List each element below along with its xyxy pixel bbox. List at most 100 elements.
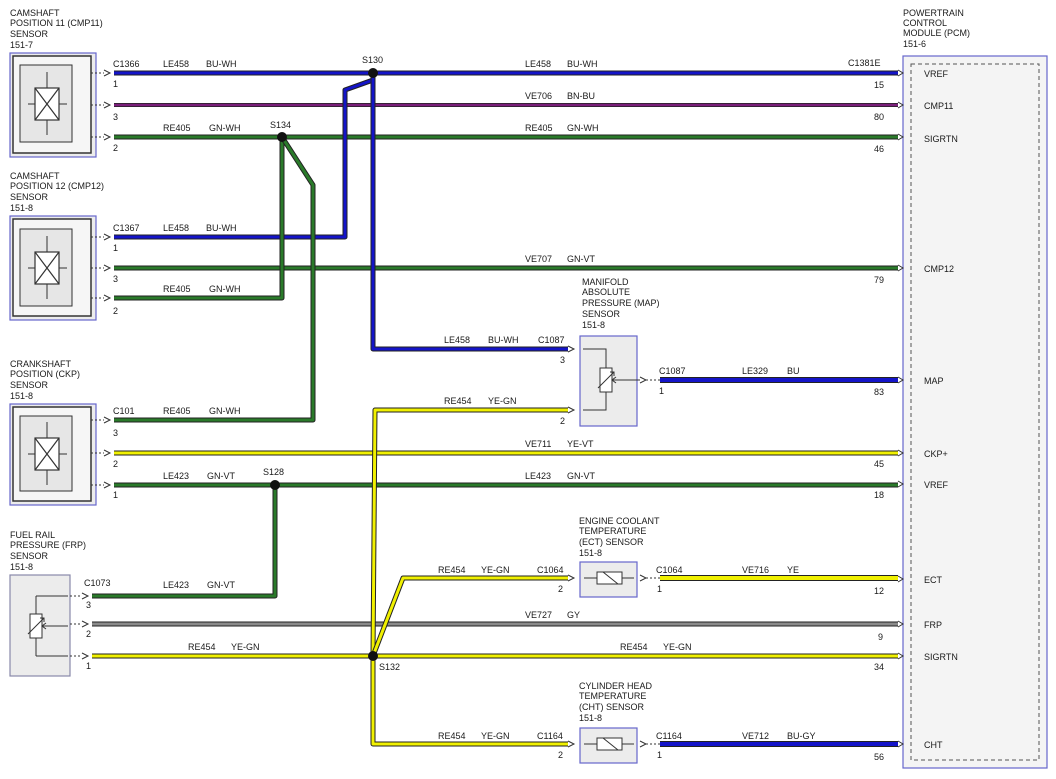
circuit-label: RE454 bbox=[188, 642, 216, 652]
circuit-label: LE329 bbox=[742, 366, 768, 376]
sensor-title: 151-7 bbox=[10, 40, 33, 50]
sensor-title: 151-8 bbox=[10, 562, 33, 572]
circuit-label: RE405 bbox=[525, 123, 553, 133]
wire-le458-cmp12 bbox=[114, 73, 375, 239]
pin-num: 1 bbox=[113, 243, 118, 253]
sensor-frp: FUEL RAIL PRESSURE (FRP) SENSOR 151-8 C1… bbox=[9, 530, 111, 677]
pcm-pin-num: 12 bbox=[874, 586, 884, 596]
pcm-pin-num: 18 bbox=[874, 490, 884, 500]
splice-s128 bbox=[270, 480, 280, 490]
pcm-pin-num: 83 bbox=[874, 387, 884, 397]
pin-num: 3 bbox=[86, 600, 91, 610]
circuit-label: RE454 bbox=[438, 565, 466, 575]
pcm-pin-cht-label: CHT bbox=[924, 740, 943, 750]
wire-color-label: BU-WH bbox=[206, 59, 237, 69]
sensor-title: CRANKSHAFT bbox=[10, 359, 72, 369]
circuit-label: LE458 bbox=[163, 59, 189, 69]
sensor-title: TEMPERATURE bbox=[579, 691, 646, 701]
wire-re454-ect bbox=[371, 576, 568, 657]
pin-num: 2 bbox=[86, 629, 91, 639]
connector-label: C1087 bbox=[659, 366, 686, 376]
splice-s130-label: S130 bbox=[362, 55, 383, 65]
pcm-pin-arrow bbox=[897, 133, 904, 141]
pcm-title-line1: POWERTRAIN bbox=[903, 8, 964, 18]
sensor-title: MANIFOLD bbox=[582, 277, 629, 287]
pin-num: 1 bbox=[657, 750, 662, 760]
pin-num: 3 bbox=[560, 355, 565, 365]
pin-num: 1 bbox=[113, 490, 118, 500]
pcm-pin-arrow bbox=[897, 376, 904, 384]
sensor-title: 151-8 bbox=[10, 391, 33, 401]
wire-color-label: GN-WH bbox=[209, 123, 241, 133]
pin-num: 2 bbox=[113, 459, 118, 469]
pcm-body bbox=[902, 55, 1048, 769]
pcm-pin-arrow bbox=[897, 575, 904, 583]
sensor-cmp11: CAMSHAFT POSITION 11 (CMP11) SENSOR 151-… bbox=[9, 8, 140, 158]
circuit-label: LE458 bbox=[444, 335, 470, 345]
variable-resistor-icon bbox=[27, 617, 45, 635]
wire-color-label: BU-WH bbox=[206, 223, 237, 233]
pin-num: 1 bbox=[657, 584, 662, 594]
pcm-pin-vref-label: VREF bbox=[924, 69, 949, 79]
sensor-cht: CYLINDER HEAD TEMPERATURE (CHT) SENSOR 1… bbox=[537, 681, 682, 764]
wires bbox=[92, 70, 898, 747]
sensor-title: CAMSHAFT bbox=[10, 171, 60, 181]
pcm-pin-num: 9 bbox=[878, 632, 883, 642]
wire-color-label: YE bbox=[787, 565, 799, 575]
connector-label: C1367 bbox=[113, 223, 140, 233]
sensor-cmp12: CAMSHAFT POSITION 12 (CMP12) SENSOR 151-… bbox=[9, 171, 140, 321]
splice-s128-label: S128 bbox=[263, 467, 284, 477]
pin-num: 1 bbox=[113, 79, 118, 89]
sensor-title: FUEL RAIL bbox=[10, 530, 55, 540]
wire-color-label: GN-VT bbox=[207, 580, 236, 590]
pcm-pin-arrow bbox=[897, 69, 904, 77]
sensor-title: 151-8 bbox=[579, 548, 602, 558]
sensor-title: SENSOR bbox=[10, 192, 49, 202]
wire-color-label: BU-WH bbox=[567, 59, 598, 69]
pcm-pin-cmp12-label: CMP12 bbox=[924, 264, 954, 274]
wire-color-label: YE-GN bbox=[481, 565, 510, 575]
connector-label: C1366 bbox=[113, 59, 140, 69]
circuit-label: VE712 bbox=[742, 731, 769, 741]
wire-color-label: GN-WH bbox=[209, 284, 241, 294]
circuit-label: LE423 bbox=[163, 471, 189, 481]
pcm-pin-num: 46 bbox=[874, 144, 884, 154]
pcm-pin-num: 34 bbox=[874, 662, 884, 672]
sensor-title: 151-8 bbox=[10, 203, 33, 213]
circuit-label: RE454 bbox=[444, 396, 472, 406]
circuit-label: RE454 bbox=[438, 731, 466, 741]
splice-s134 bbox=[277, 132, 287, 142]
pcm-pin-arrow bbox=[897, 740, 904, 748]
wire-re405-cmp12 bbox=[114, 137, 284, 300]
sensor-title: POSITION 12 (CMP12) bbox=[10, 181, 104, 191]
pcm-pin-sigrtn2-label: SIGRTN bbox=[924, 652, 958, 662]
sensor-title: 151-8 bbox=[579, 713, 602, 723]
pcm-module: POWERTRAIN CONTROL MODULE (PCM) 151-6 C1… bbox=[848, 8, 1048, 769]
pcm-title-line3: MODULE (PCM) bbox=[903, 28, 970, 38]
variable-resistor-icon bbox=[597, 371, 615, 389]
wire-color-label: BU-GY bbox=[787, 731, 816, 741]
circuit-label: RE405 bbox=[163, 284, 191, 294]
wire-color-label: YE-GN bbox=[663, 642, 692, 652]
wire-color-label: GY bbox=[567, 610, 580, 620]
wire-color-label: YE-GN bbox=[488, 396, 517, 406]
pin-num: 2 bbox=[558, 584, 563, 594]
circuit-label: RE405 bbox=[163, 406, 191, 416]
splice-s132 bbox=[368, 651, 378, 661]
pcm-title-line4: 151-6 bbox=[903, 39, 926, 49]
sensor-title: POSITION (CKP) bbox=[10, 369, 80, 379]
thermistor-icon bbox=[597, 571, 620, 585]
pcm-pin-num: 15 bbox=[874, 80, 884, 90]
pin-num: 2 bbox=[113, 143, 118, 153]
wire-color-label: GN-WH bbox=[209, 406, 241, 416]
pcm-pin-arrow bbox=[897, 480, 904, 488]
circuit-label: VE707 bbox=[525, 254, 552, 264]
sensor-map: MANIFOLD ABSOLUTE PRESSURE (MAP) SENSOR … bbox=[538, 277, 686, 427]
pcm-pin-ect-label: ECT bbox=[924, 575, 943, 585]
wire-color-label: YE-VT bbox=[567, 439, 594, 449]
pin-num: 1 bbox=[659, 386, 664, 396]
wire-re454-cht bbox=[371, 656, 568, 746]
wire-color-label: BN-BU bbox=[567, 91, 595, 101]
sensor-ckp: CRANKSHAFT POSITION (CKP) SENSOR 151-8 C… bbox=[9, 359, 135, 506]
wire-color-label: YE-GN bbox=[481, 731, 510, 741]
